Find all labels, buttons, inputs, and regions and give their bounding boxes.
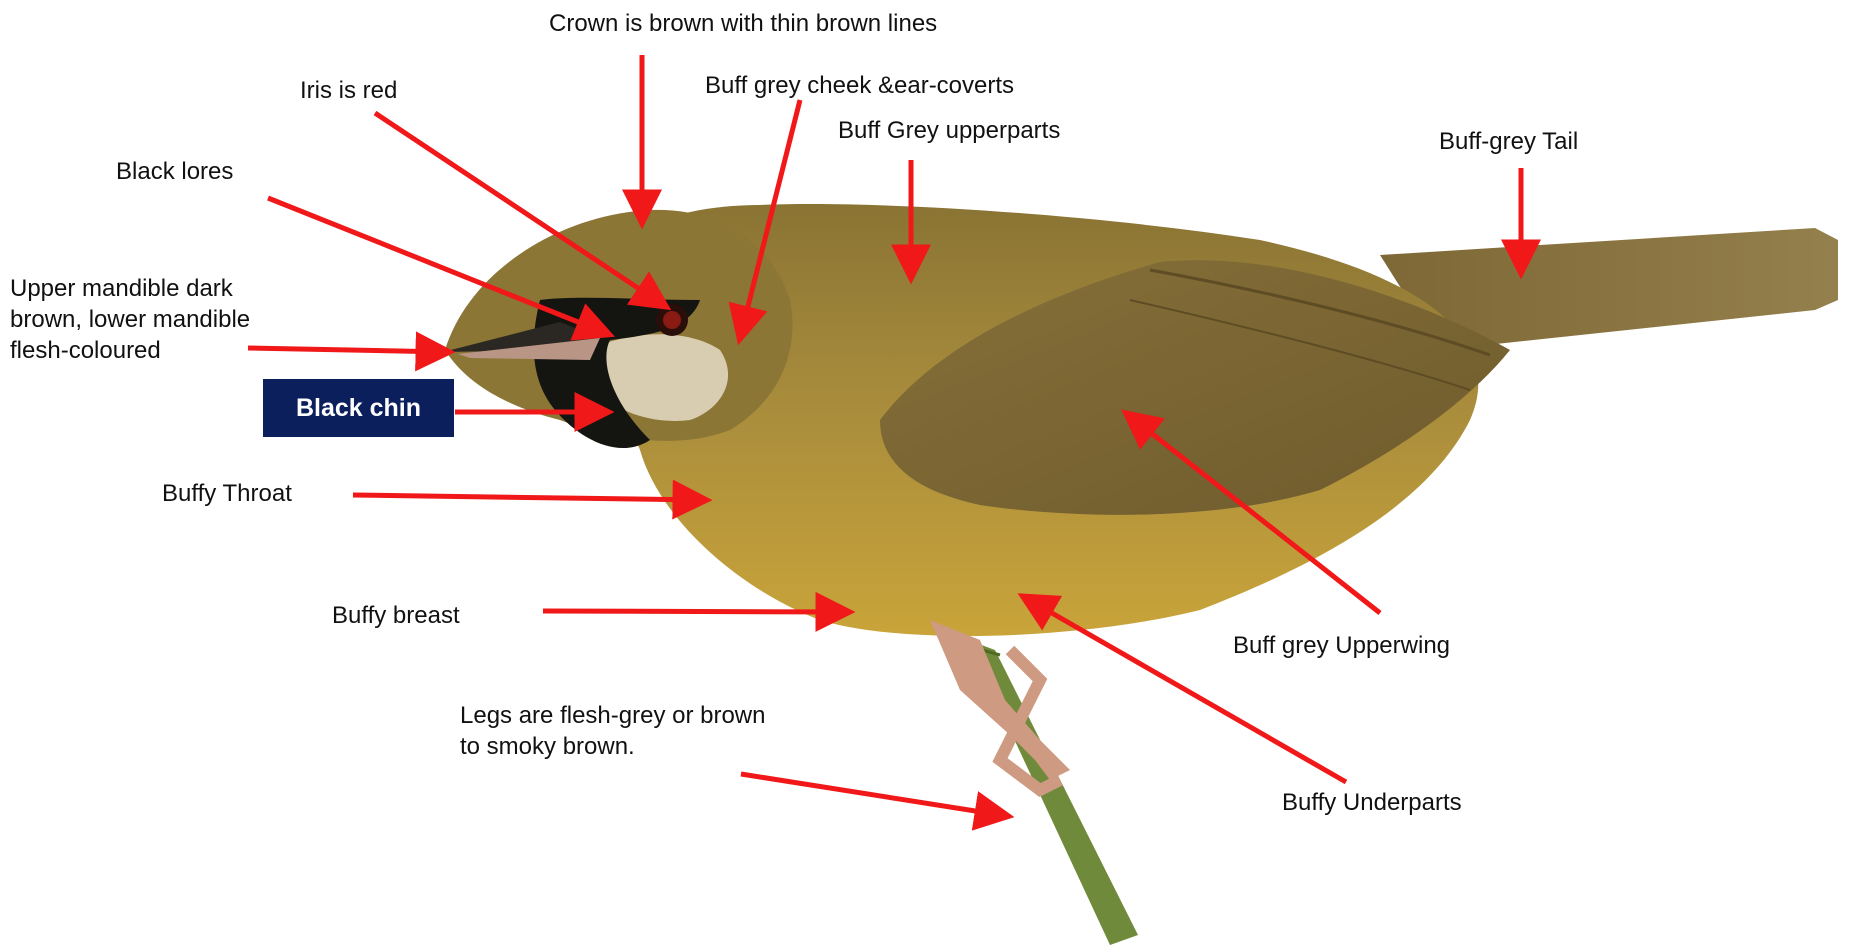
label-upperwing: Buff grey Upperwing <box>1233 630 1450 661</box>
label-iris: Iris is red <box>300 75 397 106</box>
label-crown: Crown is brown with thin brown lines <box>549 8 937 39</box>
arrow-throat <box>353 495 705 500</box>
label-upperparts: Buff Grey upperparts <box>838 115 1060 146</box>
label-lores: Black lores <box>116 156 233 187</box>
arrow-mandible <box>248 348 448 352</box>
label-legs: Legs are flesh-grey or brown to smoky br… <box>460 700 765 762</box>
label-breast: Buffy breast <box>332 600 460 631</box>
label-chin: Black chin <box>263 379 454 437</box>
arrow-underparts <box>1024 597 1346 782</box>
label-tail: Buff-grey Tail <box>1439 126 1578 157</box>
label-underparts: Buffy Underparts <box>1282 787 1462 818</box>
label-cheek: Buff grey cheek &ear-coverts <box>705 70 1014 101</box>
label-throat: Buffy Throat <box>162 478 292 509</box>
arrow-breast <box>543 611 848 612</box>
arrow-legs <box>741 774 1007 816</box>
label-mandible: Upper mandible dark brown, lower mandibl… <box>10 273 250 366</box>
